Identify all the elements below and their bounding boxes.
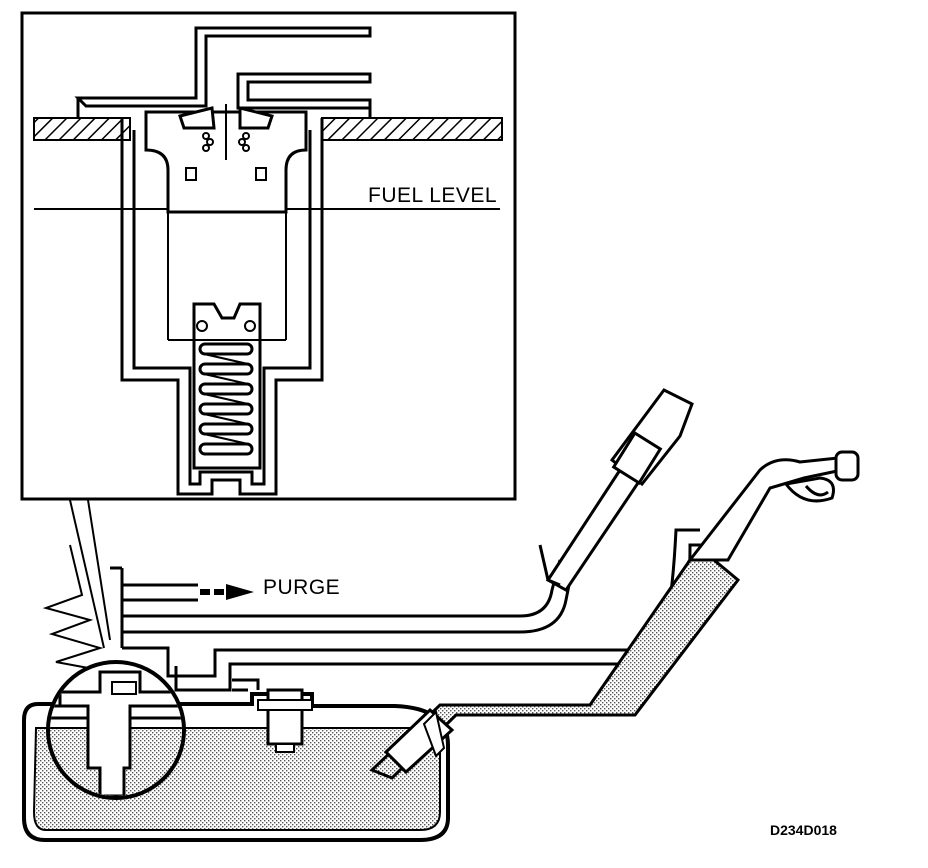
rollover-valve bbox=[257, 688, 313, 753]
break-mark bbox=[42, 544, 111, 673]
valve-detail-box bbox=[20, 11, 517, 501]
fuel-nozzle bbox=[538, 388, 694, 592]
fuel-level-label: FUEL LEVEL bbox=[368, 184, 498, 207]
zoom-leader-lines bbox=[69, 499, 111, 649]
filler-neck bbox=[369, 450, 860, 780]
cut-off-valve-detail-circle bbox=[46, 660, 186, 800]
purge-label: PURGE bbox=[263, 576, 341, 599]
figure-code-label: D234D018 bbox=[770, 822, 837, 838]
purge-arrow bbox=[200, 584, 254, 600]
